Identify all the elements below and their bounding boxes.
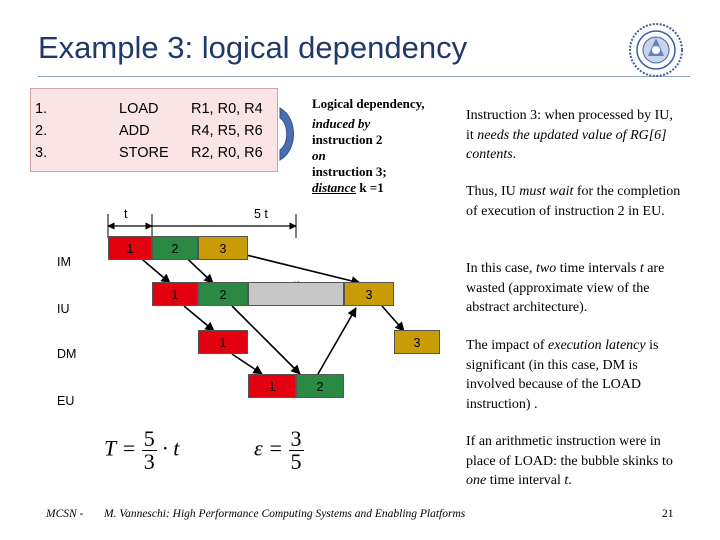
note-line: instruction 3;	[312, 164, 387, 179]
text-run: time intervals	[556, 261, 640, 276]
title-underline	[38, 76, 690, 77]
text-run: t	[639, 261, 644, 276]
explanation-paragraph-3: In this case, two time intervals t are w…	[466, 259, 684, 318]
university-seal-logo	[629, 23, 683, 77]
text-run: t	[564, 473, 569, 488]
text-run: needs the updated value of RG[6] content…	[466, 127, 667, 163]
lane-label-im: IM	[57, 255, 71, 269]
text-run: for the completion of execution of instr…	[466, 184, 681, 219]
operands: R2, R0, R6	[191, 145, 263, 161]
lane-label-iu: IU	[57, 302, 70, 316]
operands: R1, R0, R4	[191, 101, 263, 117]
eq-denominator: 5	[290, 449, 302, 474]
iu-cell-3: 3	[344, 282, 394, 306]
distance-value: k =1	[356, 180, 384, 195]
eu-cell-1: 1	[248, 374, 296, 398]
iu-cell-1: 1	[152, 282, 198, 306]
explanation-paragraph-4: The impact of execution latency is signi…	[466, 336, 684, 414]
text-run: one	[466, 473, 487, 488]
explanation-paragraph-1: Instruction 3: when processed by IU, it …	[466, 106, 684, 165]
dependency-arrow-icon	[279, 107, 294, 161]
opcode: ADD	[119, 123, 150, 139]
eq-rhs: · t	[162, 435, 180, 461]
text-run: The impact of	[466, 338, 549, 353]
text-run: In this case,	[466, 261, 536, 276]
program-listing: 1. LOAD R1, R0, R4 2. ADD R4, R5, R6 3. …	[30, 88, 278, 172]
text-run: is significant (in this case, DM is invo…	[466, 338, 659, 412]
eq-fraction: 3 5	[288, 426, 304, 474]
eq-lhs: T =	[104, 435, 137, 461]
text-run: must wait	[519, 184, 574, 199]
page-number: 21	[662, 508, 674, 520]
note-line: on	[312, 148, 326, 163]
slide-title: Example 3: logical dependency	[38, 30, 468, 65]
opcode: LOAD	[119, 101, 159, 117]
text-run: time interval	[486, 473, 565, 488]
operands: R4, R5, R6	[191, 123, 263, 139]
im-cell-2: 2	[152, 236, 198, 260]
line-number: 2.	[35, 123, 48, 139]
text-run: Instruction 3: when processed by IU, it	[466, 108, 673, 143]
text-run: .	[512, 147, 517, 162]
footer-author: M. Vanneschi: High Performance Computing…	[104, 508, 466, 520]
note-line: instruction 2	[312, 132, 383, 147]
text-run: are wasted (approximate view of the abst…	[466, 261, 665, 315]
im-cell-1: 1	[108, 236, 152, 260]
text-run: If an arithmetic instruction were in pla…	[466, 434, 673, 469]
dm-cell-1: 1	[198, 330, 248, 354]
eq-lhs: ε =	[254, 435, 284, 461]
text-run: Thus, IU	[466, 184, 520, 199]
line-number: 1.	[35, 101, 48, 117]
eq-denominator: 3	[143, 449, 155, 474]
footer-course: MCSN -	[46, 508, 84, 520]
eq-fraction: 5 3	[141, 426, 157, 474]
note-line: Logical dependency,	[312, 96, 425, 111]
five-t-label: 5 t	[254, 207, 268, 221]
dm-cell-3: 3	[394, 330, 440, 354]
eq-numerator: 3	[288, 426, 304, 451]
t-label: t	[124, 207, 128, 221]
lane-label-dm: DM	[57, 347, 77, 361]
efficiency-equation: ε = 3 5	[254, 428, 304, 473]
lane-label-eu: EU	[57, 394, 75, 408]
dependency-note: Logical dependency, induced by instructi…	[298, 94, 446, 196]
distance-word: distance	[312, 180, 357, 195]
eq-numerator: 5	[141, 426, 157, 451]
note-line: induced by	[312, 116, 371, 131]
explanation-paragraph-2: Thus, IU must wait for the completion of…	[466, 182, 684, 221]
text-run: execution latency	[548, 338, 646, 353]
opcode: STORE	[119, 145, 169, 161]
throughput-equation: T = 5 3 · t	[104, 428, 179, 473]
eu-cell-2: 2	[296, 374, 344, 398]
iu-wait-bubble	[248, 282, 344, 306]
iu-cell-2: 2	[198, 282, 248, 306]
im-cell-3: 3	[198, 236, 248, 260]
note-line: distance k =1	[312, 180, 460, 196]
text-run: .	[568, 473, 572, 488]
line-number: 3.	[35, 145, 48, 161]
explanation-paragraph-5: If an arithmetic instruction were in pla…	[466, 432, 684, 491]
text-run: two	[535, 261, 557, 276]
